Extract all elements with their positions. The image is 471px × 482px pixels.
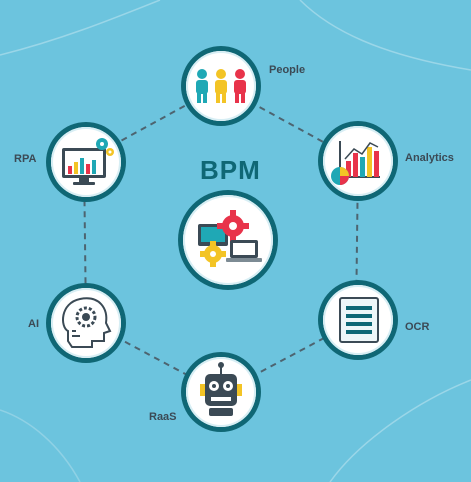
brain-gear-head-icon [62,297,112,348]
node-ocr [318,280,398,360]
center-title: BPM [200,155,261,185]
node-rpa [46,122,126,202]
robot-head-icon [200,362,242,416]
node-ai [46,283,126,363]
label-ocr: OCR [405,321,430,333]
people-icon [196,69,246,103]
label-raas: RaaS [149,411,177,423]
document-lines-icon [339,297,379,343]
node-raas [181,352,261,432]
label-rpa: RPA [14,153,37,165]
gears-computers-icon [198,210,262,267]
person-teal [196,69,208,103]
monitor-gears-icon [62,138,114,185]
person-yellow [215,69,227,103]
node-people [181,46,261,126]
label-analytics: Analytics [405,152,454,164]
center-node [178,190,278,290]
label-people: People [269,64,306,76]
label-ai: AI [28,318,39,330]
person-red [234,69,246,103]
node-analytics [318,121,398,201]
analytics-chart-icon [331,141,380,185]
